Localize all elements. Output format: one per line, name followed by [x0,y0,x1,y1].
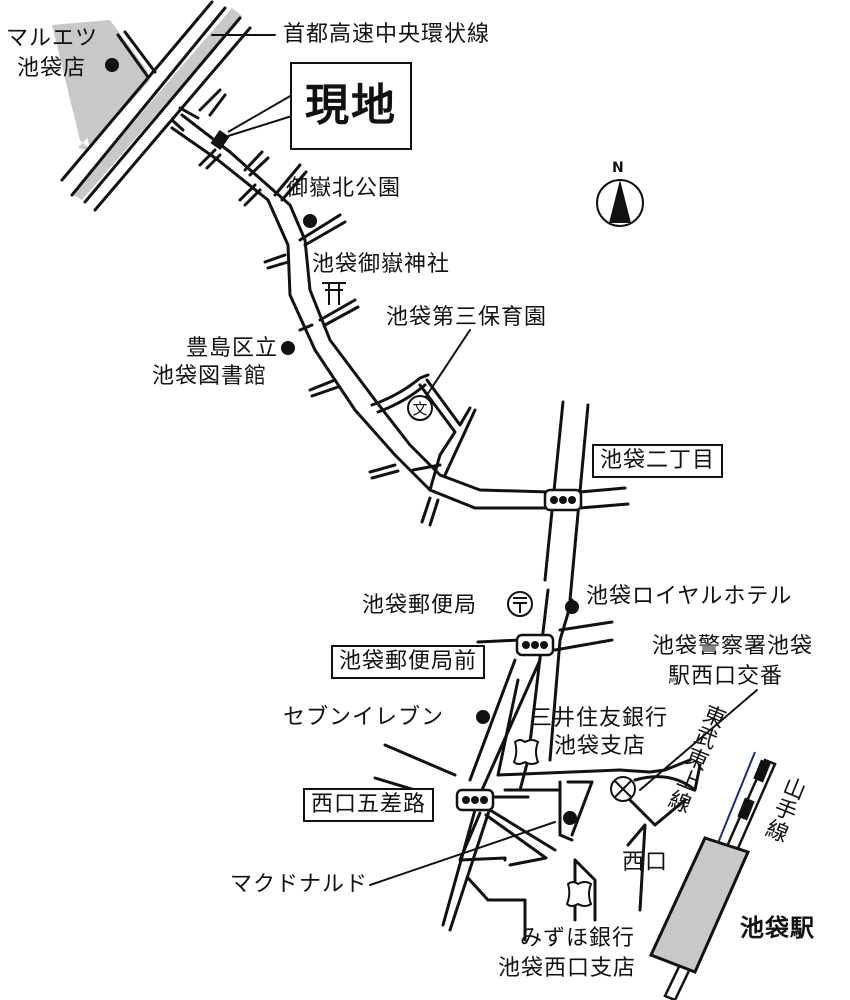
ikebukuro-station-building [648,836,751,974]
label-library-line2: 池袋図書館 [152,364,268,389]
label-seven-eleven: セブンイレブン [283,705,445,730]
label-police-box-line2: 駅西口交番 [668,664,784,689]
site-marker [210,130,230,150]
compass-north-label: N [612,160,624,176]
label-ontake-shrine: 池袋御嶽神社 [312,252,451,277]
tobu-line [717,751,756,844]
post-office-icon [507,591,533,617]
maruetsu-block-2 [55,20,150,148]
label-royal-hotel: 池袋ロイヤルホテル [586,584,793,609]
svg-text:文: 文 [412,400,427,418]
label-ikebukuro-station: 池袋駅 [740,914,815,942]
shrine-icon [322,282,346,305]
label-smbc-line2: 池袋支店 [554,734,647,759]
bank-icon [512,739,593,907]
school-icon: 文 [407,395,433,421]
intersection-nishiguchi-gosaro: 西口五差路 [303,788,435,822]
label-post-office: 池袋郵便局 [362,593,478,618]
label-library-line1: 豊島区立 [185,336,278,361]
poi-dots [105,58,579,825]
label-expressway: 首都高速中央環状線 [283,22,491,47]
label-mizuho-line2: 池袋西口支店 [498,956,637,981]
intersection-ikebukuro-2chome: 池袋二丁目 [592,444,724,478]
label-west-exit: 西口 [622,850,669,875]
intersection-post-office-mae: 池袋郵便局前 [331,645,486,679]
label-police-box-line1: 池袋警察署池袋 [652,634,814,659]
police-box-icon [610,776,636,802]
label-smbc-line1: 三井住友銀行 [530,706,669,731]
compass-icon [596,179,644,227]
label-mcdonalds: マクドナルド [230,872,369,897]
label-nursery: 池袋第三保育園 [386,305,548,330]
label-maruetsu-line2: 池袋店 [17,56,87,81]
expressway-band [72,8,242,200]
label-ontake-kita-park: 御嶽北公園 [286,176,402,201]
label-mizuho-line1: みずほ銀行 [520,926,636,951]
label-maruetsu-line1: マルエツ [6,26,99,51]
site-label: 現地 [290,62,412,150]
traffic-signals [455,488,583,812]
